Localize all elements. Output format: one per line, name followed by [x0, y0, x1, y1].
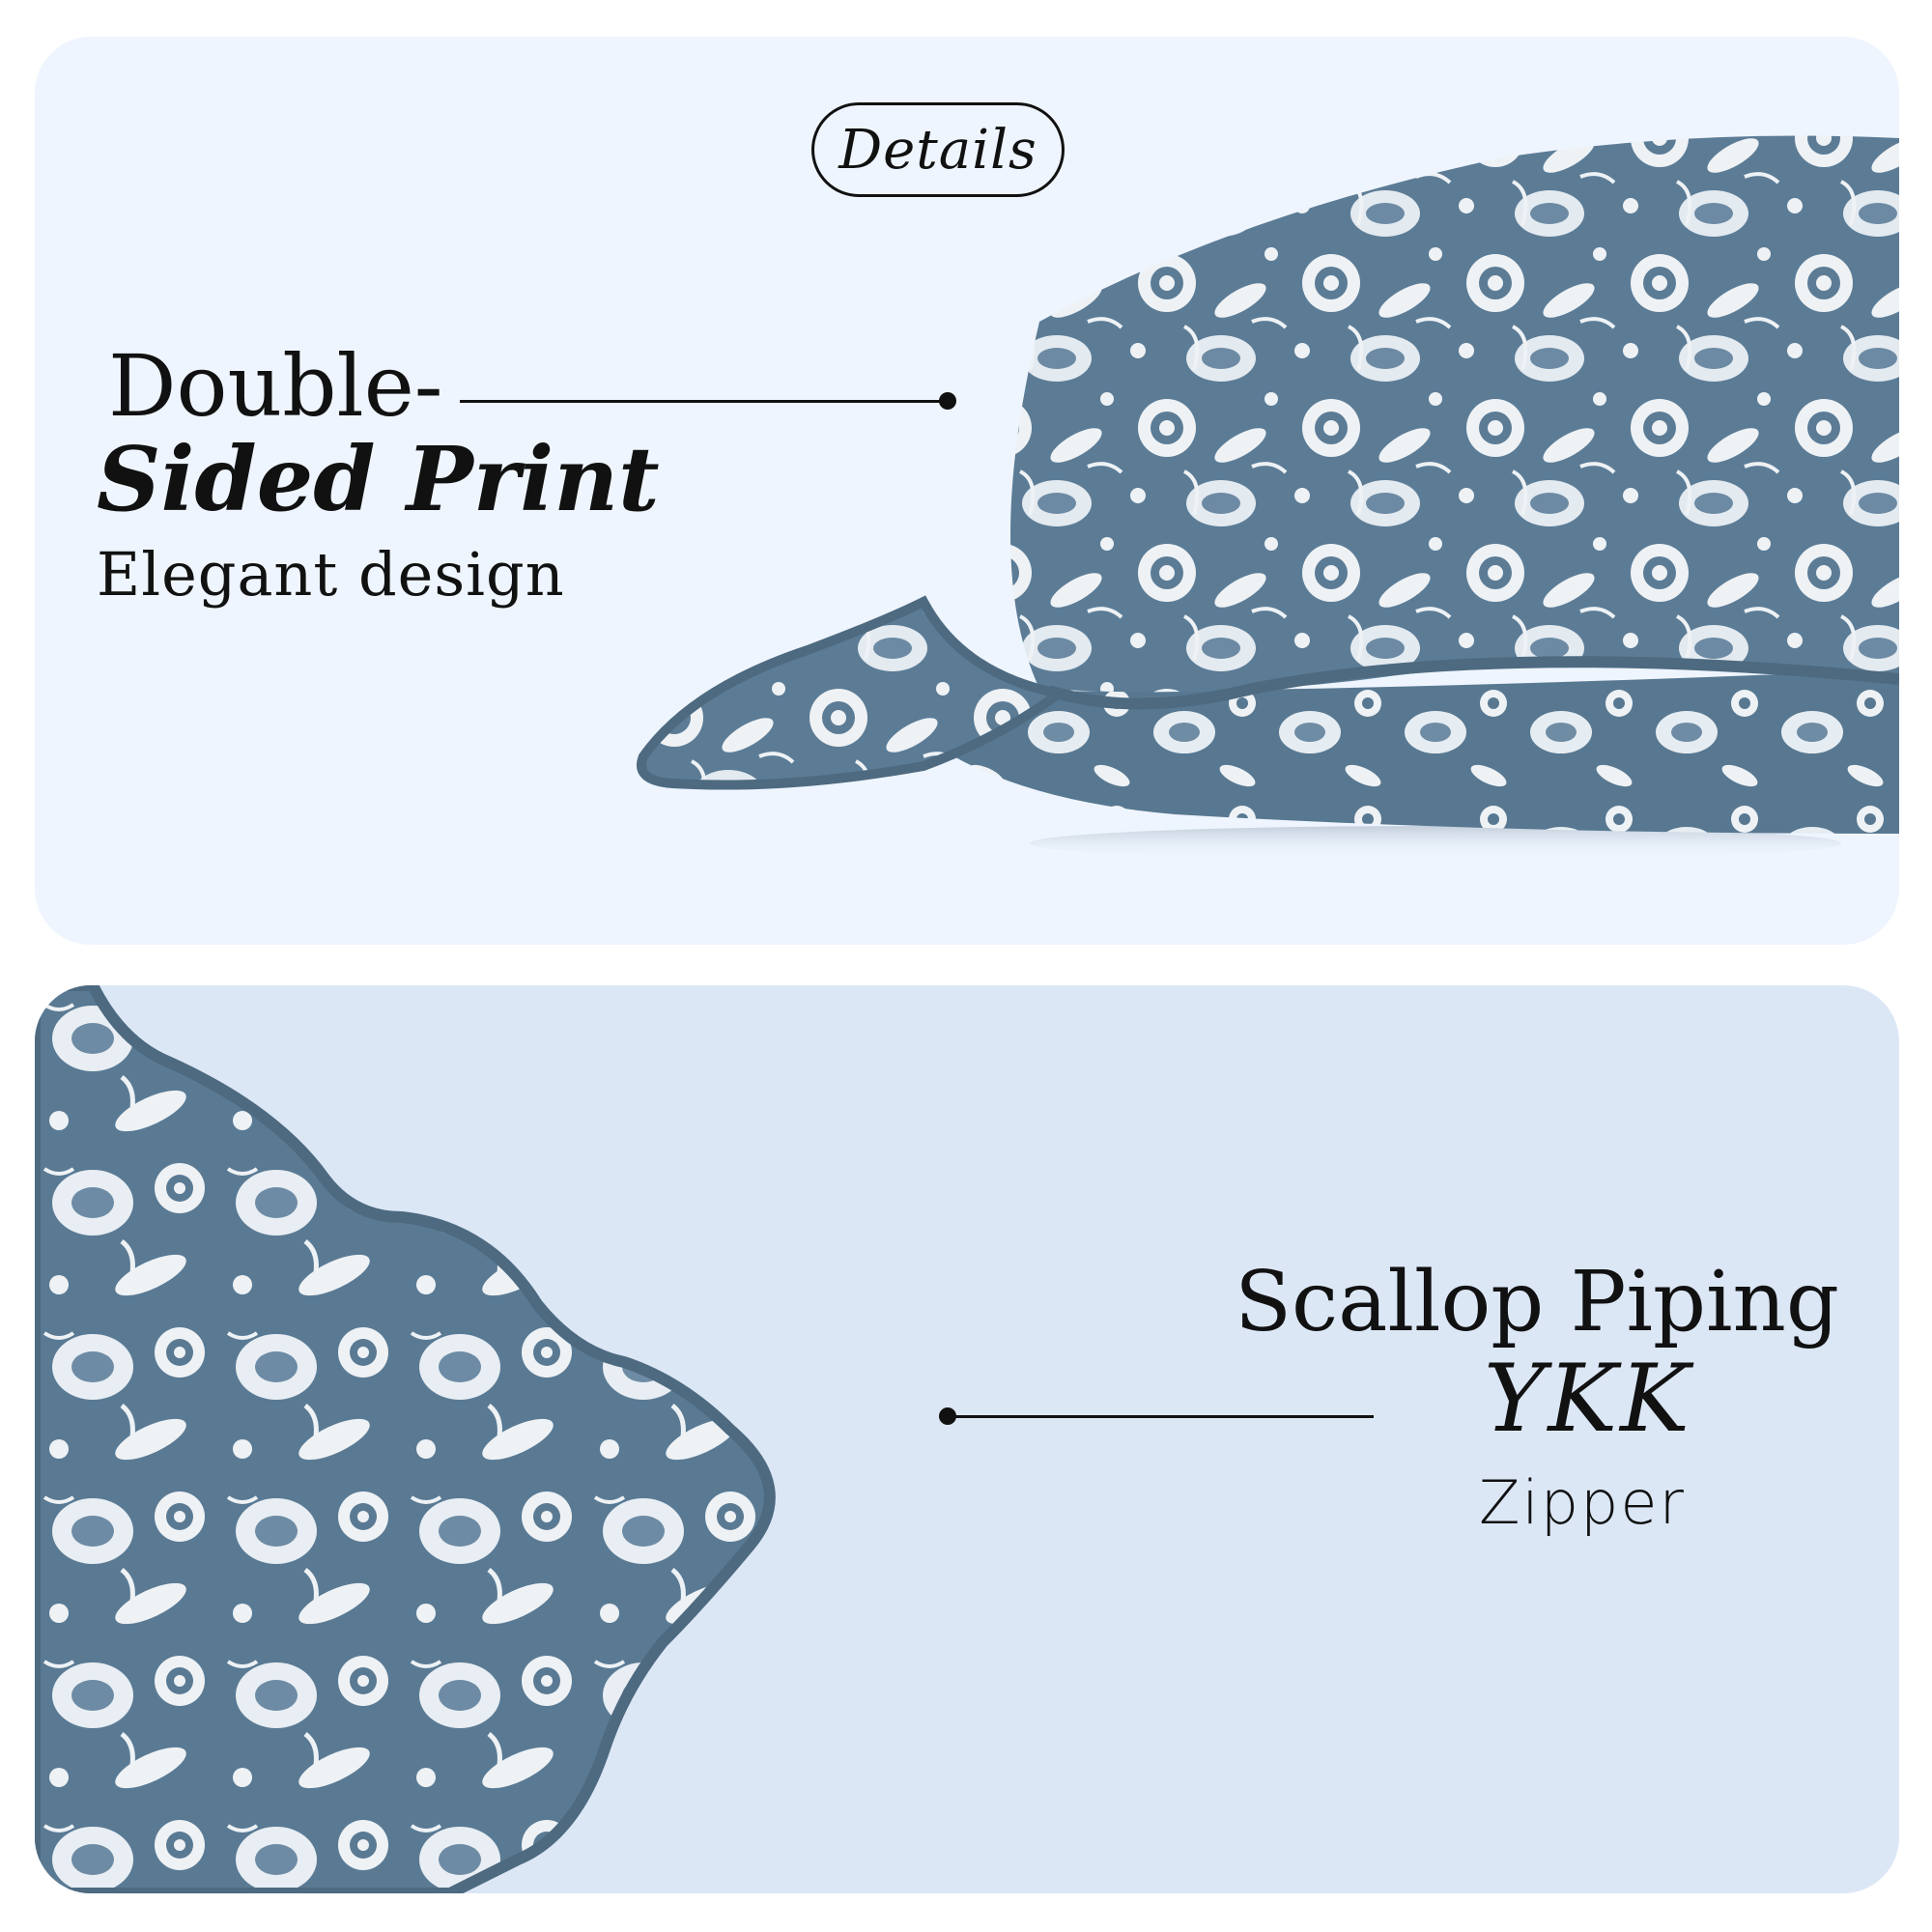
bottom-feature-panel: Scallop Piping YKK Zipper: [35, 985, 1899, 1893]
pillow-side-image: [637, 135, 1899, 861]
feature-subtitle: Zipper: [1479, 1467, 1687, 1538]
callout-line-bottom: [949, 1415, 1374, 1418]
details-badge-label: Details: [838, 118, 1037, 182]
callout-dot-bottom: [939, 1407, 956, 1425]
feature-title-line2: YKK: [1484, 1345, 1692, 1453]
feature-title-line2: Sided Print: [97, 427, 660, 531]
details-badge: Details: [811, 102, 1065, 197]
feature-subtitle: Elegant design: [97, 539, 565, 610]
callout-dot-top: [939, 392, 956, 410]
scallop-corner-image: [35, 985, 776, 1893]
feature-title-line1: Scallop Piping: [1235, 1254, 1839, 1350]
callout-line-top: [460, 400, 948, 403]
top-feature-panel: Details: [35, 37, 1899, 945]
feature-title-line1: Double-: [108, 336, 443, 436]
